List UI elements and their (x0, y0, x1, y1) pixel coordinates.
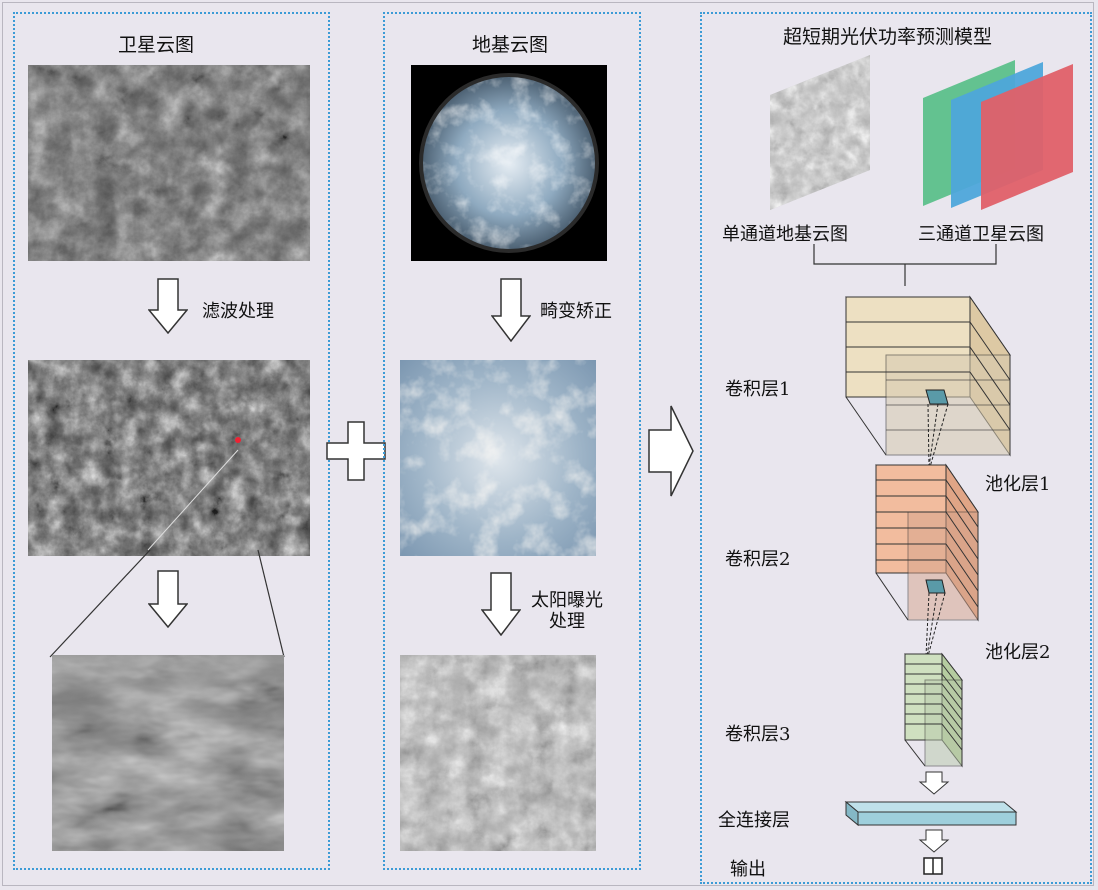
distortion-arrow (491, 278, 531, 342)
filter-arrow (148, 278, 188, 334)
fc-layer-block (844, 800, 1018, 827)
output-node (923, 857, 943, 875)
conv-layer-1-label: 卷积层1 (725, 379, 791, 400)
distortion-step-label: 畸变矫正 (540, 301, 612, 322)
cnn-architecture (844, 295, 1018, 875)
exposure-step-label-1: 太阳曝光 (531, 590, 603, 611)
model-panel-title: 超短期光伏功率预测模型 (783, 26, 993, 48)
exposure-step-label-2: 处理 (549, 611, 585, 632)
zoomed-satellite-image (52, 655, 284, 851)
exposure-processed-image (400, 655, 596, 851)
plus-icon (325, 420, 387, 482)
fc-layer-label: 全连接层 (718, 810, 790, 831)
ground-panel-title: 地基云图 (472, 34, 549, 56)
satellite-panel-title: 卫星云图 (118, 34, 195, 56)
pool-layer-2-label: 池化层2 (985, 642, 1051, 663)
zoom-arrow (148, 570, 188, 628)
filtered-satellite-image (28, 360, 310, 556)
fisheye-sky-image (411, 65, 607, 261)
flow-right-arrow (647, 404, 695, 498)
model-panel (700, 12, 1092, 884)
input-merge-connector (800, 240, 1020, 290)
conv-layer-3-label: 卷积层3 (725, 724, 791, 745)
satellite-cloud-image (28, 65, 310, 261)
zoom-lines (40, 545, 290, 660)
satellite-panel (13, 12, 330, 870)
fc-to-output-arrow (918, 829, 950, 853)
single-channel-ground-input (760, 55, 875, 210)
conv-layer-2-block (875, 463, 979, 622)
conv-layer-3-block (903, 652, 964, 768)
three-channel-label: 三通道卫星云图 (918, 224, 1044, 245)
corrected-sky-image (400, 360, 596, 556)
exposure-arrow (481, 572, 521, 636)
ground-panel (383, 12, 641, 870)
three-channel-satellite-input (915, 50, 1085, 210)
conv-layer-2-label: 卷积层2 (725, 549, 791, 570)
pool-layer-1-label: 池化层1 (985, 474, 1051, 495)
conv3-to-fc-arrow (918, 771, 950, 795)
single-channel-label: 单通道地基云图 (722, 224, 848, 245)
filter-step-label: 滤波处理 (202, 301, 274, 322)
output-label: 输出 (730, 859, 766, 880)
